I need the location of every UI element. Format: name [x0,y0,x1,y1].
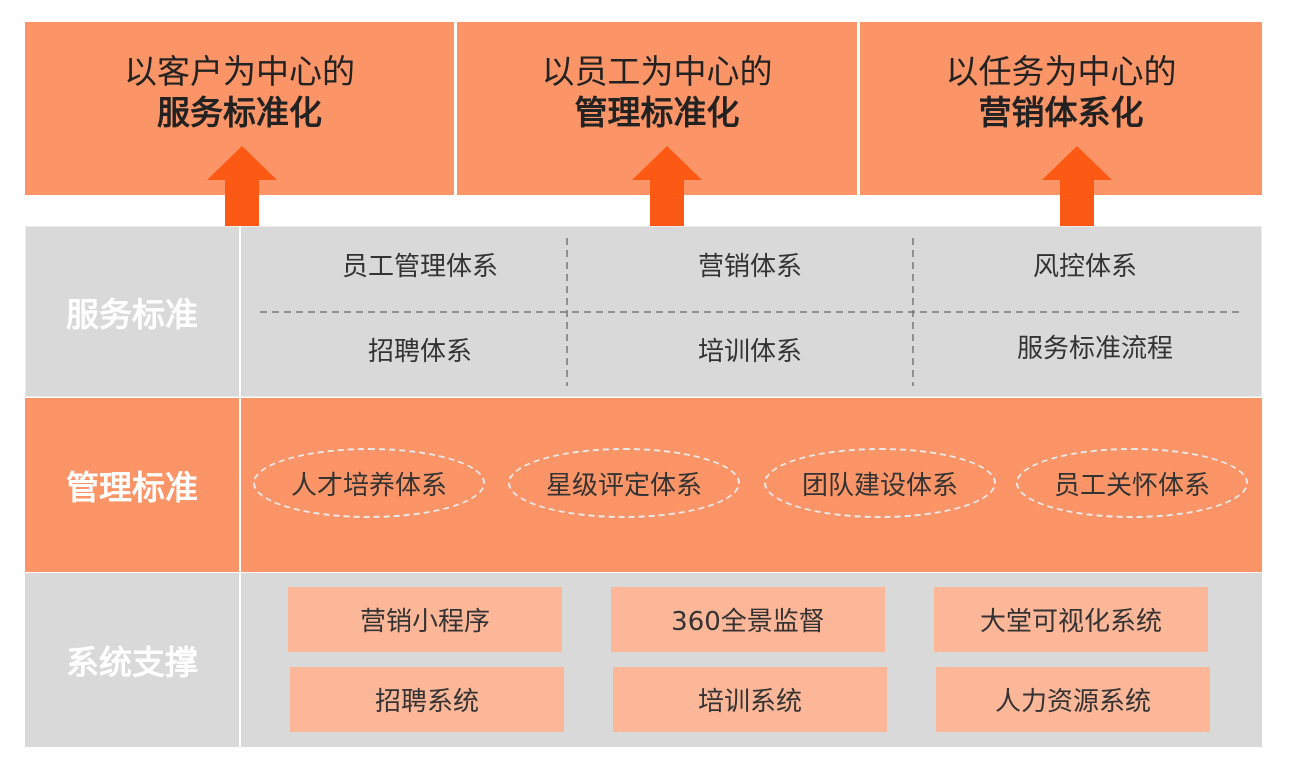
goal-box-employee: 以员工为中心的 管理标准化 [457,22,857,195]
service-item: 服务标准流程 [1016,333,1173,364]
goal-box-task: 以任务为中心的 营销体系化 [860,22,1262,195]
system-item: 培训系统 [613,667,887,732]
service-standard-label: 服务标准 [66,294,198,334]
service-item: 员工管理体系 [341,251,498,282]
divider [239,398,241,572]
up-arrow-icon [632,146,702,228]
management-item-oval: 星级评定体系 [508,448,740,518]
divider [239,226,241,397]
service-item: 营销体系 [697,251,802,282]
divider [239,573,241,747]
system-support-label: 系统支撑 [66,643,198,682]
dashed-grid [260,238,1240,386]
system-item: 招聘系统 [290,667,564,732]
system-item: 360全景监督 [611,587,885,652]
goal-line1: 以任务为中心的 [945,52,1177,91]
service-item: 风控体系 [1032,251,1137,282]
management-item-oval: 员工关怀体系 [1016,448,1248,518]
management-standard-label: 管理标准 [66,468,198,507]
service-item: 招聘体系 [367,336,472,367]
goal-line2: 服务标准化 [157,93,322,132]
system-item: 大堂可视化系统 [934,587,1208,652]
goal-line2: 管理标准化 [574,93,740,132]
goal-line2: 营销体系化 [978,93,1144,132]
goal-line1: 以员工为中心的 [541,52,773,91]
service-item: 培训体系 [697,336,802,367]
system-item: 人力资源系统 [936,667,1210,732]
management-item-oval: 团队建设体系 [764,448,996,518]
up-arrow-icon [207,146,277,228]
up-arrow-icon [1042,146,1112,228]
system-item: 营销小程序 [288,587,562,652]
goal-line1: 以客户为中心的 [124,52,355,91]
management-item-oval: 人才培养体系 [253,448,485,518]
